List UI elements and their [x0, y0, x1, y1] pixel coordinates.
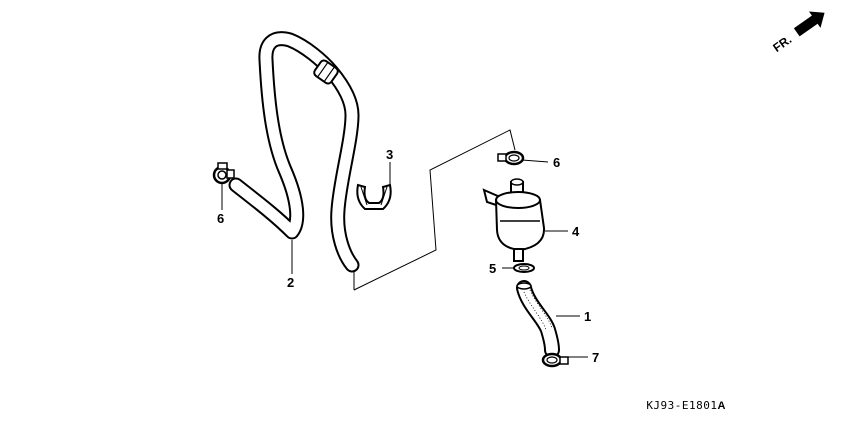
callout-part-1: 1	[584, 309, 591, 324]
fuel-hose-short	[516, 280, 560, 358]
front-direction-label: FR.	[770, 32, 794, 55]
callout-part-4: 4	[572, 224, 580, 239]
front-direction-arrow: FR.	[770, 11, 825, 55]
callout-part-6-left: 6	[217, 211, 224, 226]
callout-part-2: 2	[287, 275, 294, 290]
hose-clamp-right	[497, 150, 525, 166]
drawing-code-main: KJ93-E1801	[646, 399, 718, 412]
hose-clamp-bottom	[541, 352, 569, 368]
fuel-filter	[482, 178, 546, 262]
leader-lines	[221, 159, 588, 358]
callout-part-6-right: 6	[553, 155, 560, 170]
callout-part-7: 7	[592, 350, 599, 365]
hose-clip	[356, 183, 392, 210]
callout-part-3: 3	[386, 147, 393, 162]
drawing-code-suffix: A	[717, 400, 726, 412]
o-ring	[513, 263, 535, 273]
drawing-code: KJ93-E1801A	[646, 399, 726, 412]
assembly-outline	[353, 129, 516, 291]
callout-part-5: 5	[489, 261, 496, 276]
fuel-hose-long	[228, 31, 360, 273]
